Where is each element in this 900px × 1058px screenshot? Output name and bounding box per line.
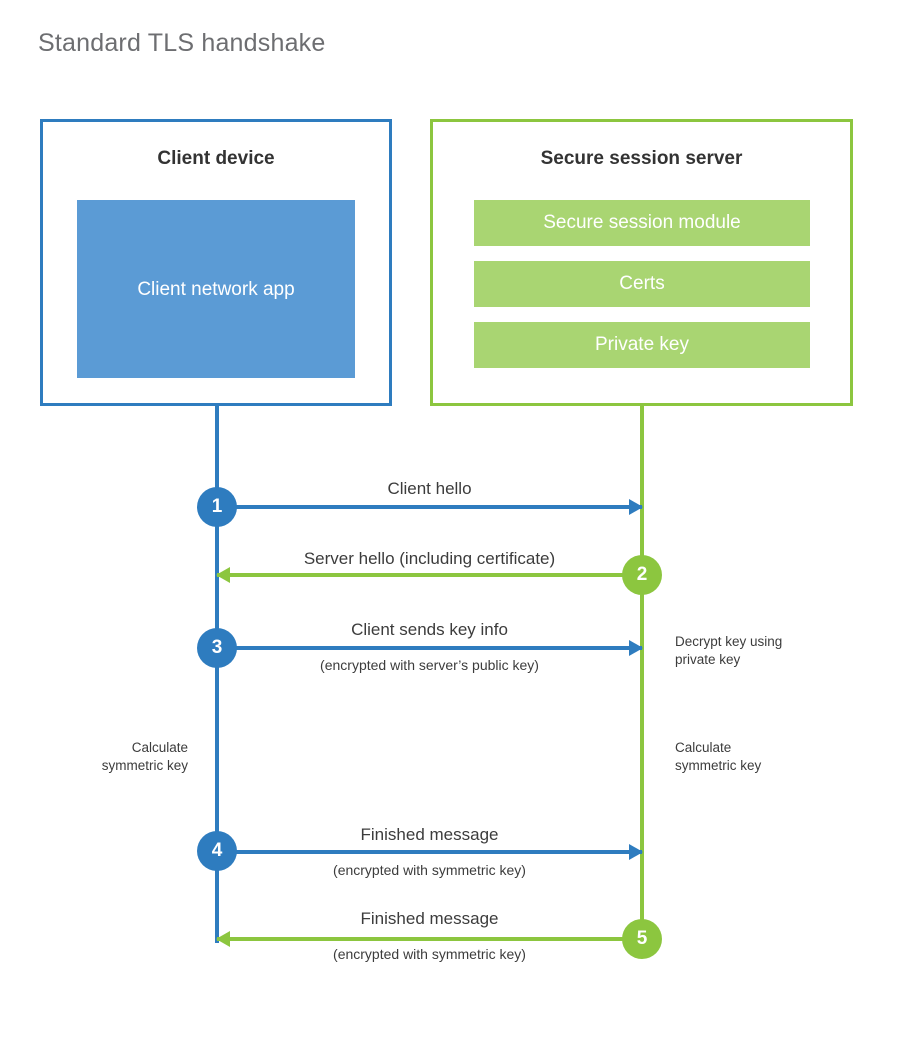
client-device-title: Client device	[157, 148, 275, 169]
page-title: Standard TLS handshake	[38, 29, 326, 57]
client-device-box: Client device Client network app	[40, 119, 392, 406]
secure-session-server-title: Secure session server	[540, 148, 743, 169]
step-3-label: Client sends key info	[351, 620, 508, 639]
arrowhead-left-icon	[216, 931, 230, 947]
step-5-sublabel: (encrypted with symmetric key)	[333, 946, 526, 962]
arrowhead-right-icon	[629, 499, 643, 515]
step-1-marker[interactable]: 1	[197, 487, 237, 527]
secure-session-server-box: Secure session server Secure session mod…	[430, 119, 853, 406]
step-2-arrow	[216, 567, 642, 583]
step-4-sublabel: (encrypted with symmetric key)	[333, 862, 526, 878]
client-network-app-block: Client network app	[77, 200, 355, 378]
step-2-marker[interactable]: 2	[622, 555, 662, 595]
step-4-arrow	[217, 844, 643, 860]
server-module-secure-session: Secure session module	[474, 200, 810, 246]
note-decrypt-key: Decrypt key using private key	[675, 634, 783, 667]
arrowhead-right-icon	[629, 844, 643, 860]
step-2-label: Server hello (including certificate)	[303, 549, 556, 568]
step-4-label: Finished message	[360, 825, 499, 844]
step-3-marker[interactable]: 3	[197, 628, 237, 668]
note-client-calculate-symmetric-key: Calculate symmetric key	[101, 740, 188, 773]
step-3-sublabel: (encrypted with server’s public key)	[320, 657, 539, 673]
step-5-marker[interactable]: 5	[622, 919, 662, 959]
server-lifeline	[640, 406, 644, 939]
step-5-arrow	[216, 931, 642, 947]
arrowhead-left-icon	[216, 567, 230, 583]
arrowhead-right-icon	[629, 640, 643, 656]
client-lifeline	[215, 406, 219, 943]
step-1-arrow	[217, 499, 643, 515]
server-module-list: Secure session module Certs Private key	[474, 200, 810, 368]
server-module-certs: Certs	[474, 261, 810, 307]
server-module-private-key: Private key	[474, 322, 810, 368]
note-server-calculate-symmetric-key: Calculate symmetric key	[675, 740, 762, 773]
step-1-label: Client hello	[387, 479, 472, 498]
step-4-marker[interactable]: 4	[197, 831, 237, 871]
step-5-label: Finished message	[360, 909, 499, 928]
step-3-arrow	[217, 640, 643, 656]
